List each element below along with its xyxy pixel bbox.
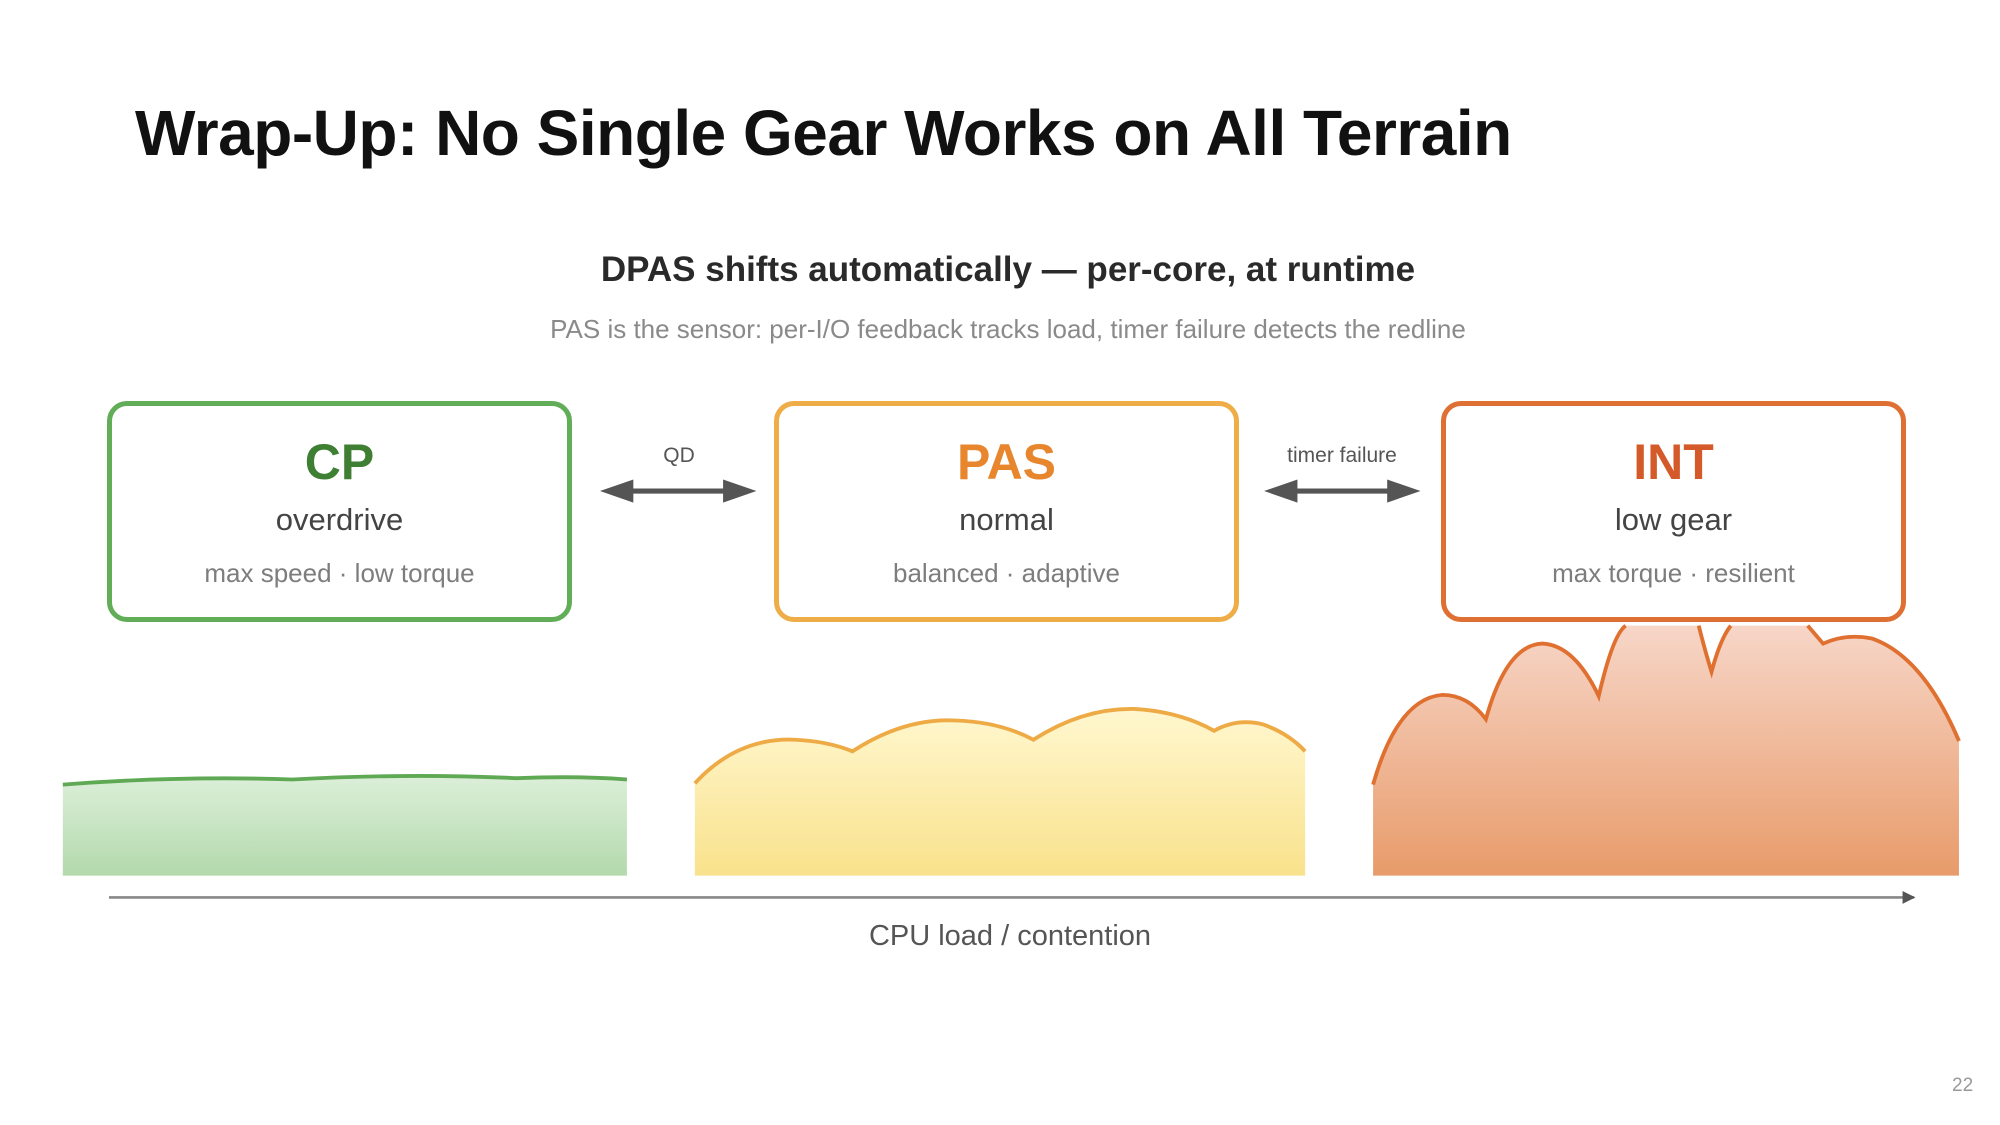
transition-label-timer-failure: timer failure [1287, 444, 1397, 467]
mode-box-pas: PAS normal balanced · adaptive [774, 401, 1239, 622]
terrain-flat-green [62, 774, 628, 876]
bidirectional-arrow-qd [600, 479, 757, 503]
bidirectional-arrow-timer-failure [1264, 479, 1421, 503]
mode-gear: normal [959, 502, 1054, 537]
headline: DPAS shifts automatically — per-core, at… [600, 250, 1416, 289]
axis-label: CPU load / contention [868, 920, 1152, 952]
terrain-mountains-orange [1371, 624, 1961, 876]
terrain-hills-yellow [693, 707, 1307, 876]
mode-description: max torque · resilient [1552, 558, 1795, 588]
mode-name: PAS [956, 434, 1057, 490]
page-number: 22 [1952, 1075, 1974, 1096]
mode-gear: low gear [1614, 502, 1733, 537]
subheadline: PAS is the sensor: per-I/O feedback trac… [550, 314, 1466, 344]
mode-description: max speed · low torque [204, 558, 475, 588]
transition-label-qd: QD [663, 444, 695, 467]
slide-title: Wrap-Up: No Single Gear Works on All Ter… [135, 97, 1512, 169]
mode-description: balanced · adaptive [893, 558, 1120, 588]
mode-gear: overdrive [275, 502, 404, 537]
mode-name: INT [1633, 434, 1714, 490]
mode-box-int: INT low gear max torque · resilient [1441, 401, 1906, 622]
mode-name: CP [304, 434, 375, 490]
mode-box-cp: CP overdrive max speed · low torque [107, 401, 572, 622]
